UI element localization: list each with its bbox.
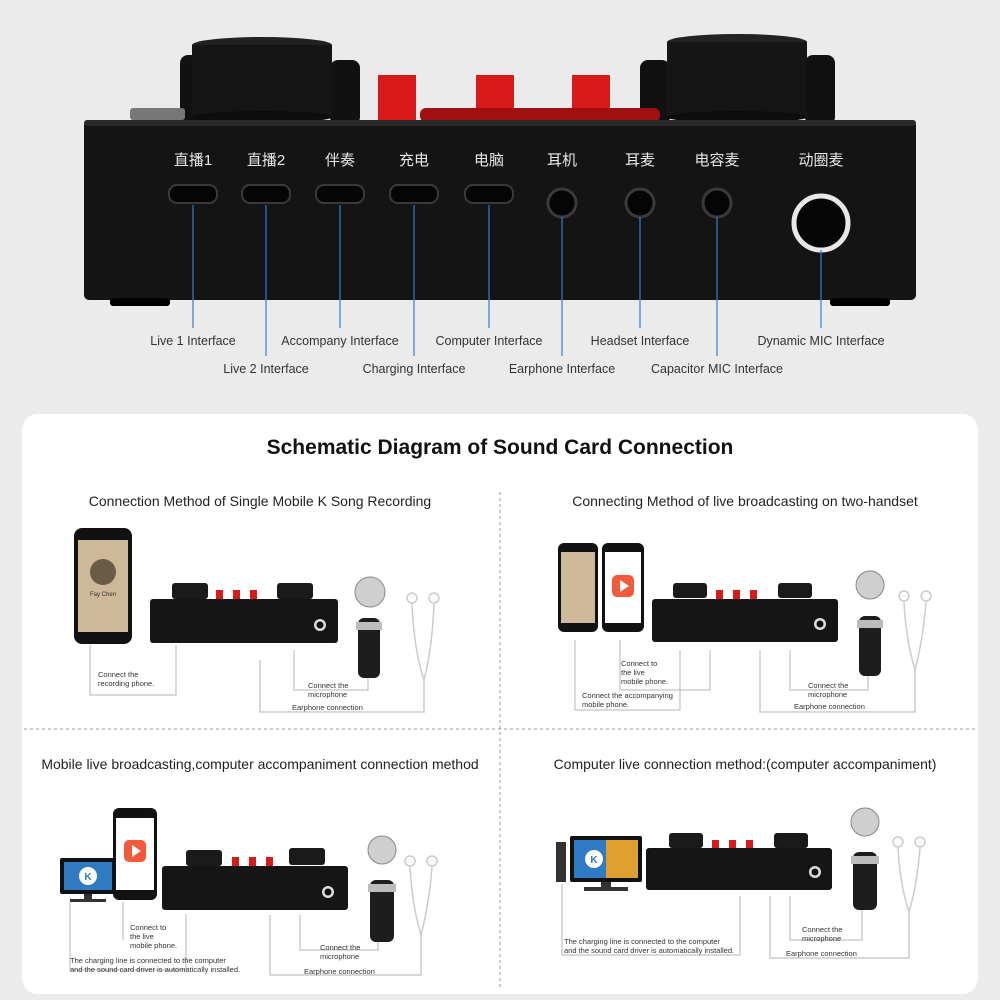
sound-card-rear-view: 直播1 直播2 伴奏 充电 电脑 耳机 耳麦 电容麦 动圈麦	[84, 34, 916, 356]
section-4-title: Computer live connection method:(compute…	[553, 756, 937, 772]
port-label-3: Accompany Interface	[281, 334, 399, 348]
port-cn-label-7: 耳麦	[625, 152, 655, 169]
port-cn-label-8: 电容麦	[694, 152, 739, 169]
section-2-title: Connecting Method of live broadcasting o…	[572, 493, 918, 509]
port-label-9: Dynamic MIC Interface	[757, 334, 885, 348]
port-cn-label-4: 充电	[399, 152, 429, 169]
port-label-5: Computer Interface	[435, 334, 543, 348]
port-label-1: Live 1 Interface	[150, 334, 236, 348]
section-1-title: Connection Method of Single Mobile K Son…	[88, 493, 432, 509]
port-7-audio-jack	[624, 187, 656, 219]
port-8-audio-jack	[701, 187, 733, 219]
port-4-usb-c	[389, 184, 439, 204]
port-2-usb-c	[241, 184, 291, 204]
port-1-usb-c	[168, 184, 218, 204]
port-cn-label-9: 动圈麦	[798, 152, 843, 169]
port-cn-label-2: 直播2	[247, 152, 285, 169]
port-label-2: Live 2 Interface	[223, 362, 309, 376]
port-cn-label-3: 伴奏	[325, 152, 355, 169]
port-5-usb-c	[464, 184, 514, 204]
top-controls	[130, 34, 835, 125]
schematic-title: Schematic Diagram of Sound Card Connecti…	[266, 436, 734, 459]
port-label-8: Capacitor MIC Interface	[651, 362, 783, 376]
port-label-4: Charging Interface	[362, 362, 466, 376]
port-9-audio-jack	[791, 193, 851, 253]
port-3-usb-c	[315, 184, 365, 204]
port-6-audio-jack	[546, 187, 578, 219]
port-cn-label-5: 电脑	[474, 152, 504, 169]
section-3-title: Mobile live broadcasting,computer accomp…	[41, 756, 479, 772]
port-label-6: Earphone Interface	[508, 362, 616, 376]
port-cn-label-6: 耳机	[547, 152, 577, 169]
port-cn-label-1: 直播1	[174, 152, 212, 169]
port-label-7: Headset Interface	[590, 334, 690, 348]
device-body	[84, 120, 916, 300]
